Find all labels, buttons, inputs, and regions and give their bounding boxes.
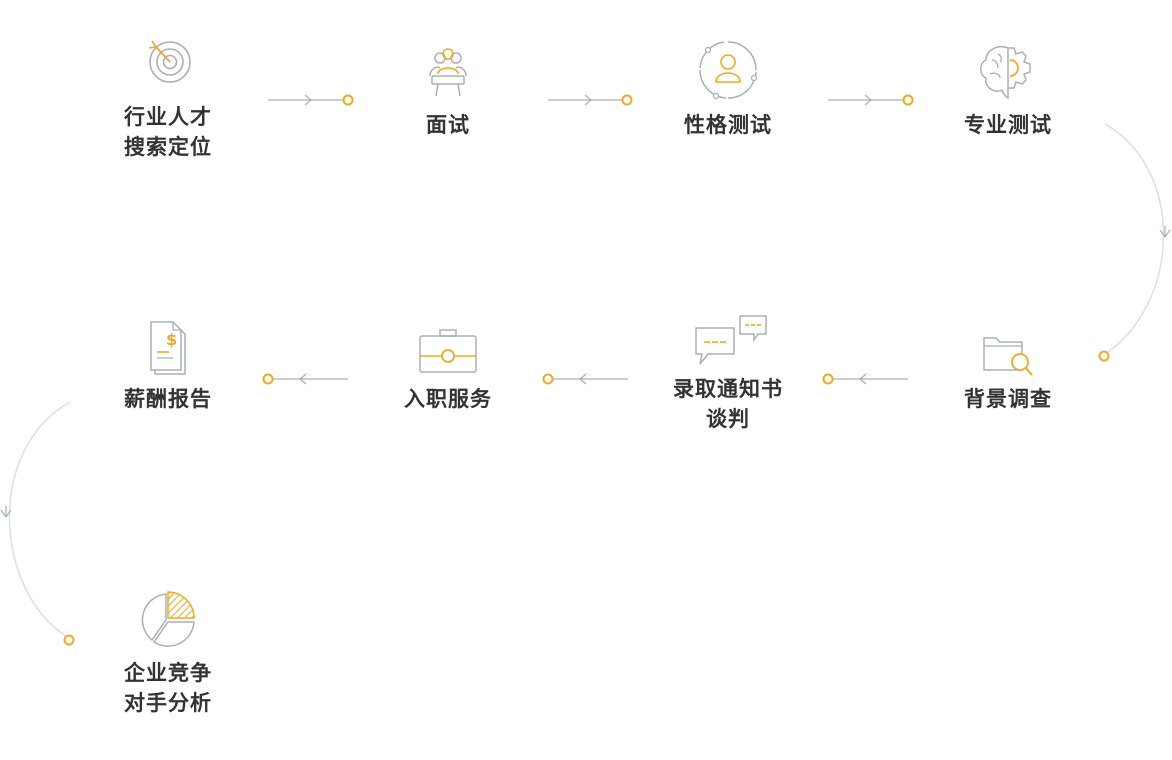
- label-line-1: 企业竞争: [124, 661, 212, 685]
- folder-search-icon: [983, 337, 1033, 376]
- step-background-check: 背景调查: [928, 332, 1088, 414]
- connector-background-check-to-offer: [822, 373, 908, 385]
- brain-gear-icon: [980, 46, 1031, 100]
- label-line-1: 面试: [426, 113, 470, 137]
- chat-bubbles-icon: [695, 315, 767, 365]
- step-label: 薪酬报告: [88, 384, 248, 414]
- label-line-1: 入职服务: [404, 387, 492, 411]
- step-label: 企业竞争 对手分析: [88, 658, 248, 718]
- label-line-2: 谈判: [706, 407, 750, 431]
- connector-salary-report-to-competitor-analysis: [0, 401, 75, 646]
- connector-personality-test-to-professional-test: [828, 94, 914, 106]
- label-line-1: 录取通知书: [673, 377, 783, 401]
- person-icon: [699, 41, 758, 100]
- step-label: 录取通知书 谈判: [648, 374, 808, 434]
- briefcase-icon: [419, 329, 477, 373]
- label-line-1: 专业测试: [964, 113, 1052, 137]
- label-line-2: 搜索定位: [124, 135, 212, 159]
- connector-interview-to-personality-test: [548, 94, 633, 106]
- step-onboarding: 入职服务: [368, 326, 528, 414]
- step-label: 入职服务: [368, 384, 528, 414]
- step-label: 面试: [368, 110, 528, 140]
- meeting-icon: [429, 48, 467, 97]
- target-icon: [148, 40, 191, 83]
- label-line-1: 行业人才: [124, 105, 212, 129]
- label-line-2: 对手分析: [124, 691, 212, 715]
- step-interview: 面试: [368, 46, 528, 140]
- step-talent-search: 行业人才 搜索定位: [88, 38, 248, 162]
- label-line-1: 背景调查: [964, 387, 1052, 411]
- connector-talent-search-to-interview: [268, 94, 354, 106]
- step-offer-negotiation: 录取通知书 谈判: [648, 312, 808, 434]
- svg-text:$: $: [166, 330, 177, 349]
- step-professional-test: 专业测试: [928, 42, 1088, 140]
- label-line-1: 薪酬报告: [124, 387, 212, 411]
- step-competitor-analysis: 企业竞争 对手分析: [88, 588, 248, 718]
- connector-onboarding-to-salary-report: [262, 373, 348, 385]
- step-personality-test: 性格测试: [648, 38, 808, 140]
- step-label: 行业人才 搜索定位: [88, 102, 248, 162]
- connector-professional-test-to-background-check: [1098, 123, 1171, 362]
- step-label: 性格测试: [648, 110, 808, 140]
- step-label: 专业测试: [928, 110, 1088, 140]
- step-salary-report: $ 薪酬报告: [88, 318, 248, 414]
- pie-chart-icon: [141, 591, 195, 647]
- document-dollar-icon: $: [150, 321, 186, 375]
- label-line-1: 性格测试: [684, 113, 772, 137]
- connector-offer-to-onboarding: [542, 373, 628, 385]
- step-label: 背景调查: [928, 384, 1088, 414]
